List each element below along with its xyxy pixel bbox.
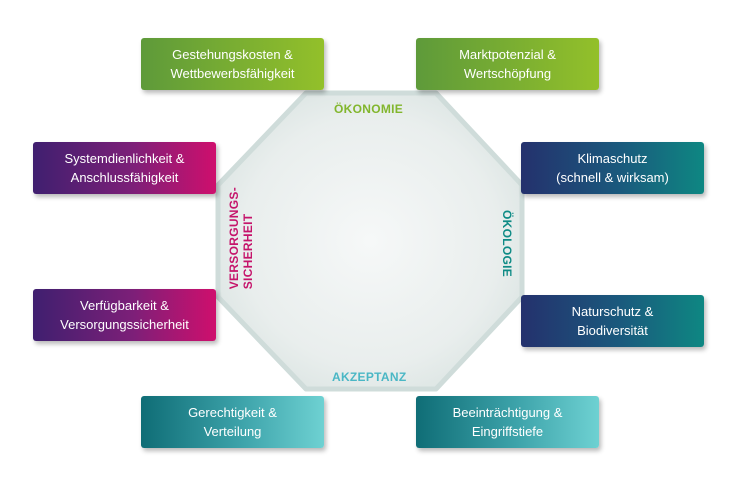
box-gestehungskosten: Gestehungskosten & Wettbewerbsfähigkeit [141, 38, 324, 90]
akzeptanz-label: AKZEPTANZ [332, 370, 407, 384]
box-line: Verfügbarkeit & [80, 298, 169, 313]
box-line: Eingriffstiefe [471, 424, 544, 439]
box-verfuegbarkeit: Verfügbarkeit & Versorgungssicherheit [33, 289, 216, 341]
box-marktpotenzial: Marktpotenzial & Wertschöpfung [416, 38, 599, 90]
box-line: Klimaschutz [577, 151, 648, 166]
box-line: Versorgungssicherheit [60, 317, 189, 332]
versorgungssicherheit-label-line1: VERSORGUNGS- [227, 187, 241, 290]
box-line: Anschlussfähigkeit [70, 170, 179, 185]
box-line: Naturschutz & [571, 304, 654, 319]
box-line: Biodiversität [577, 323, 648, 338]
oekologie-label: ÖKOLOGIE [500, 210, 514, 278]
box-line: Gestehungskosten & [172, 47, 293, 62]
versorgungssicherheit-label: VERSORGUNGS- SICHERHEIT [227, 187, 255, 289]
box-line: Beeinträchtigung & [452, 405, 563, 420]
box-gerechtigkeit: Gerechtigkeit & Verteilung [141, 396, 324, 448]
box-line: Verteilung [203, 424, 262, 439]
box-naturschutz: Naturschutz & Biodiversität [521, 295, 704, 347]
versorgungssicherheit-label-line2: SICHERHEIT [241, 213, 255, 290]
box-line: Marktpotenzial & [459, 47, 556, 62]
box-line: Gerechtigkeit & [188, 405, 277, 420]
box-beeintraechtigung: Beeinträchtigung & Eingriffstiefe [416, 396, 599, 448]
box-line: (schnell & wirksam) [556, 170, 669, 185]
oekonomie-label: ÖKONOMIE [334, 102, 404, 116]
box-line: Systemdienlichkeit & [64, 151, 185, 166]
box-line: Wettbewerbsfähigkeit [170, 66, 295, 81]
box-klimaschutz: Klimaschutz (schnell & wirksam) [521, 142, 704, 194]
box-systemdienlichkeit: Systemdienlichkeit & Anschlussfähigkeit [33, 142, 216, 194]
box-line: Wertschöpfung [463, 66, 552, 81]
